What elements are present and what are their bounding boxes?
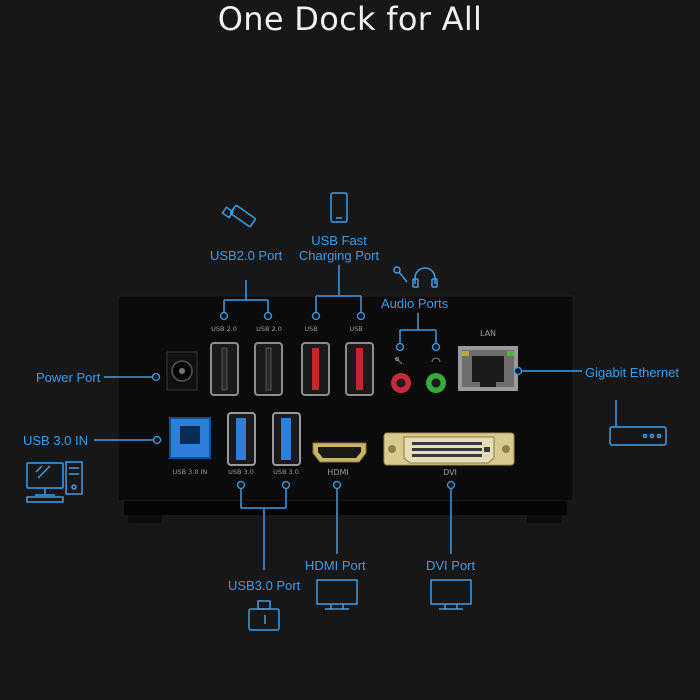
callout-usb20-port: USB2.0 Port: [210, 248, 283, 263]
port-label-dvi: DVI: [443, 468, 457, 477]
usb-device-icon: [248, 600, 280, 631]
dock-body: [117, 295, 574, 523]
microphone-icon: [393, 266, 408, 283]
desktop-computer-icon: [26, 461, 83, 503]
usb30-port-1: [227, 412, 256, 466]
usb20-port-1: [210, 342, 239, 396]
usb30-port-2: [272, 412, 301, 466]
port-label-usb-fast-2: USB: [349, 325, 363, 333]
port-label-usb30-2: USB 3.0: [273, 468, 299, 476]
callout-usb30-port: USB3.0 Port: [228, 578, 301, 593]
usb20-port-2: [254, 342, 283, 396]
callout-power-port: Power Port: [36, 370, 101, 385]
callout-hdmi-port: HDMI Port: [305, 558, 366, 573]
dvi-port: [383, 432, 515, 466]
usb-stick-icon: [221, 204, 257, 228]
usb-fast-port-2: [345, 342, 374, 396]
page-title: One Dock for All: [217, 0, 483, 38]
usb-fast-port-1: [301, 342, 330, 396]
headphone-jack: [426, 373, 446, 393]
callout-gigabit-ethernet: Gigabit Ethernet: [585, 365, 679, 380]
port-label-usb30-in: USB 3.0 IN: [172, 468, 208, 476]
callout-usb-fast-charging: USB Fast Charging Port: [289, 233, 389, 263]
port-label-hdmi: HDMI: [327, 468, 349, 477]
callout-audio-ports: Audio Ports: [381, 296, 449, 311]
hdmi-monitor-icon: [316, 579, 358, 610]
port-label-usb30-1: USB 3.0: [228, 468, 254, 476]
lan-port: [458, 346, 518, 391]
smartphone-icon: [330, 192, 348, 223]
callout-usb-fast-line1: USB Fast: [311, 233, 367, 248]
power-port: [166, 351, 198, 391]
usb30-in-port: [169, 417, 211, 459]
callout-usb30-in: USB 3.0 IN: [23, 433, 89, 448]
headphones-icon: [412, 267, 438, 288]
port-label-usb20-2: USB 2.0: [256, 325, 282, 333]
port-label-lan: LAN: [479, 329, 497, 338]
dvi-monitor-icon: [430, 579, 472, 610]
callout-usb-fast-line2: Charging Port: [298, 248, 380, 263]
port-label-usb20-1: USB 2.0: [211, 325, 237, 333]
callout-lines: [94, 265, 582, 570]
mic-jack: [391, 373, 411, 393]
port-label-usb-fast-1: USB: [304, 325, 318, 333]
hdmi-port: [312, 442, 367, 463]
callout-dvi-port: DVI Port: [426, 558, 476, 573]
router-icon: [609, 400, 667, 446]
